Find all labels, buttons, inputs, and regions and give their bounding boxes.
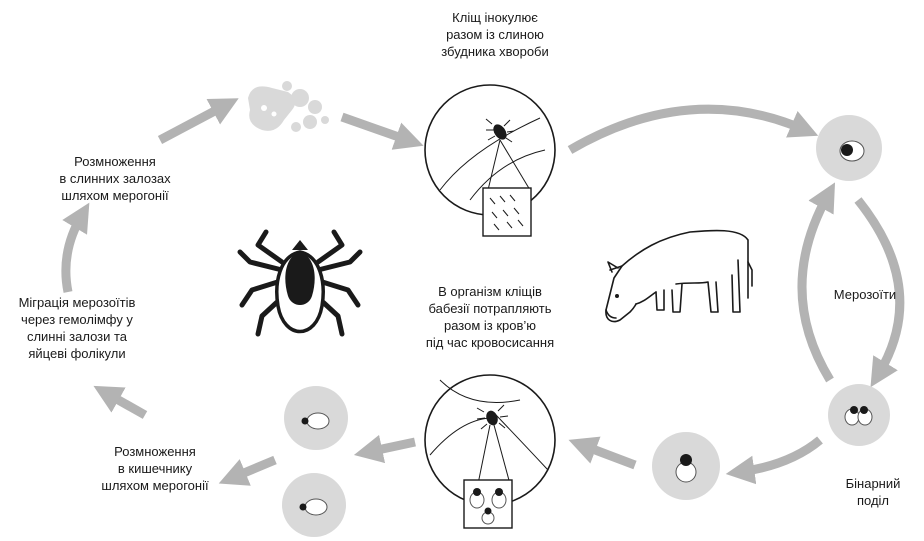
arrow-gland-to-tick [342,117,410,141]
arrow-migration-to-salivary [66,215,82,292]
arrow-binary-to-cell [740,440,820,472]
red-blood-cell-icon [816,115,882,181]
arrow-salivary-to-gland [160,105,226,140]
tick-icon [240,232,360,334]
label-intestine-reproduction: Розмноження в кишечнику шляхом мерогонії [90,443,220,494]
cow-icon [606,230,752,321]
arrow-inoculation-to-host [570,109,805,150]
arrow-cell-to-tick [582,445,635,465]
arrow-intestine-out [232,460,275,478]
label-merozoite-migration: Міграція мерозоїтів через гемолімфу у сл… [2,294,152,362]
magnified-tick-icon [425,85,555,236]
arrow-intestine-to-migration [106,393,145,415]
red-blood-cell-ingested-icon [652,432,720,500]
gut-cell-upper-icon [284,386,348,450]
label-salivary-reproduction: Розмноження в слинних залозах шляхом мер… [40,153,190,204]
magnified-tick-feeding-icon [425,375,555,528]
arrow-tick-to-intestine [368,442,415,452]
label-tick-entry: В організм кліщів бабезії потрапляють ра… [405,283,575,351]
label-merozoites: Мерозоїти [820,286,910,303]
parasite-icon [841,144,853,156]
salivary-gland-icon [248,81,329,132]
label-inoculation: Кліщ інокулює разом із слиною збудника х… [430,9,560,60]
red-blood-cell-binary-icon [828,384,890,446]
gut-cell-lower-icon [282,473,346,537]
label-binary-division: Бінарний поділ [833,475,913,509]
